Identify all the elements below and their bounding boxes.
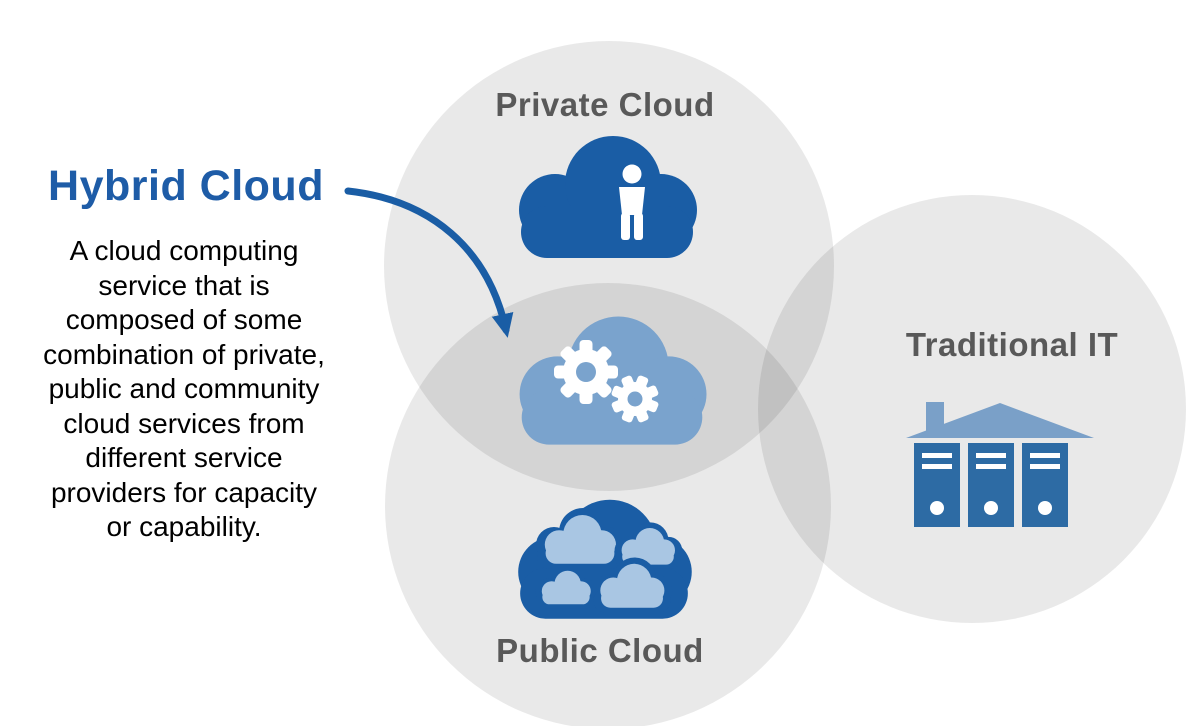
server-towers-icon — [914, 443, 1068, 527]
private-cloud-icon — [519, 136, 697, 258]
diagram-description: A cloud computing service that is compos… — [43, 235, 325, 542]
hybrid-cloud-icon — [519, 316, 707, 445]
traditional-it-circle — [758, 195, 1186, 623]
diagram-title: Hybrid Cloud — [48, 162, 324, 210]
person-icon — [619, 164, 645, 240]
private-cloud-circle — [384, 41, 834, 491]
roof-icon — [906, 402, 1094, 438]
gears-icon — [554, 340, 659, 423]
servers-under-roof-icon — [906, 402, 1094, 527]
traditional-it-label: Traditional IT — [905, 326, 1119, 363]
public-cloud-label: Public Cloud — [496, 632, 704, 669]
curved-arrow-icon — [344, 187, 514, 338]
private-cloud-label: Private Cloud — [495, 86, 715, 123]
